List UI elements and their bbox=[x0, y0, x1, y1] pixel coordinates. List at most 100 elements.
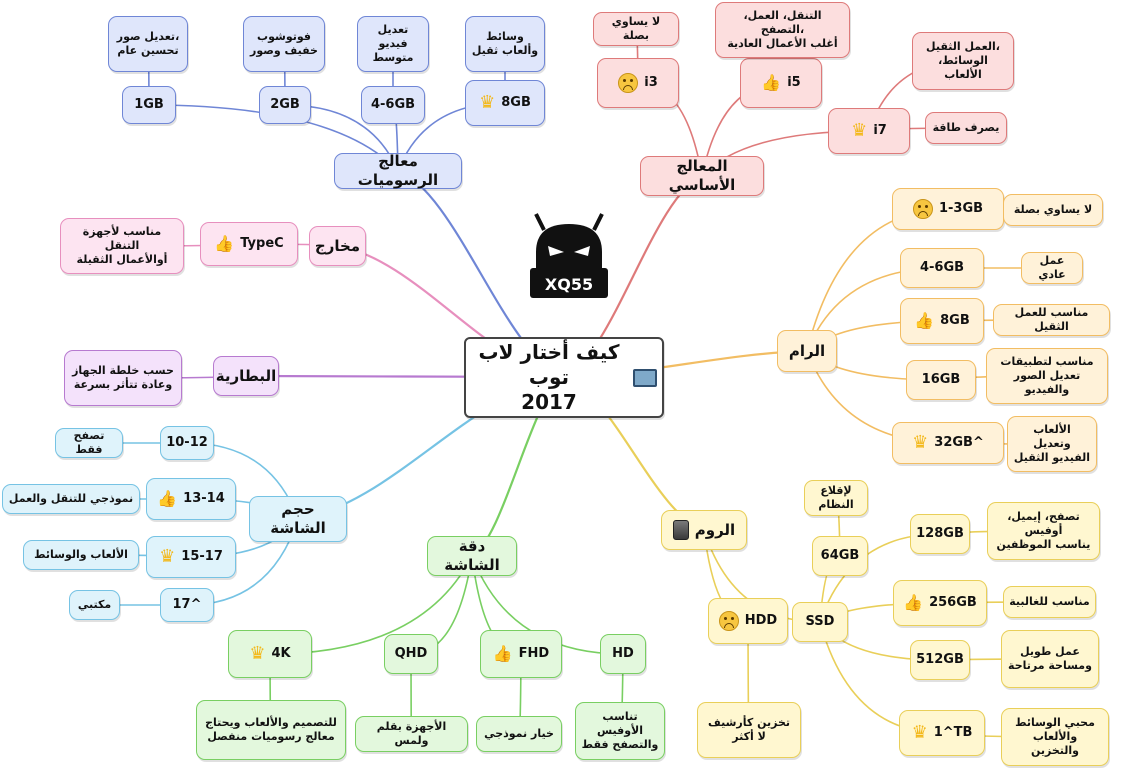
node-gpu-1gb: 1GB bbox=[122, 86, 176, 124]
node-label: 8GB bbox=[501, 94, 531, 110]
crown-icon: ♛ bbox=[911, 722, 928, 743]
node-label: خيار نموذجي bbox=[484, 727, 554, 741]
node-ram-8-d: مناسب للعمل الثقيل bbox=[993, 304, 1110, 336]
sad-face-icon bbox=[718, 611, 739, 631]
node-out-typec-d: مناسب لأجهزة التنقل أوالأعمال الثقيلة bbox=[60, 218, 184, 274]
node-ssd-512: 512GB bbox=[910, 640, 970, 680]
node-ssd-256-d: مناسب للغالبية bbox=[1003, 586, 1096, 618]
node-label: 16GB bbox=[921, 371, 961, 387]
node-label: تصفح فقط bbox=[73, 429, 105, 456]
disk-icon bbox=[672, 520, 689, 540]
node-out-typec: 👍TypeC bbox=[200, 222, 298, 266]
node-cpu-i5-d: التنقل، العمل، التصفح، أغلب الأعمال العا… bbox=[715, 2, 850, 58]
node-label: 17^ bbox=[172, 596, 202, 612]
node-ssd-128: 128GB bbox=[910, 514, 970, 554]
node-label: 13-14 bbox=[183, 490, 225, 506]
sad-face-icon bbox=[618, 73, 639, 93]
node-scr-1314-d: نموذجي للتنقل والعمل bbox=[2, 484, 140, 514]
thumbs-up-icon: 👍 bbox=[492, 644, 513, 663]
crown-icon: ♛ bbox=[479, 92, 496, 113]
node-label: 8GB bbox=[940, 312, 970, 328]
node-res: دقة الشاشة bbox=[427, 536, 517, 576]
node-label: 2GB bbox=[270, 96, 300, 112]
node-label: 128GB bbox=[916, 525, 964, 541]
node-label: SSD bbox=[805, 613, 835, 629]
node-label: HD bbox=[612, 645, 634, 661]
node-label: الألعاب وتعديل الفيديو الثقيل bbox=[1013, 423, 1091, 464]
node-res-qhd-d: الأجهزة بقلم ولمس bbox=[355, 716, 468, 752]
thumbs-up-icon: 👍 bbox=[914, 311, 935, 330]
node-label: تناسب الأوفيس والتصفح فقط bbox=[581, 710, 659, 751]
node-label: 1GB bbox=[134, 96, 164, 112]
node-label: 1^TB bbox=[933, 724, 973, 740]
node-ssd-512-d: عمل طويل ومساحة مرتاحة bbox=[1001, 630, 1099, 688]
node-label: حجم الشاشة bbox=[270, 500, 326, 537]
node-scr-1012-d: تصفح فقط bbox=[55, 428, 123, 458]
node-cpu-i3-d: لا يساوي بصلة bbox=[593, 12, 679, 46]
node-res-hd-d: تناسب الأوفيس والتصفح فقط bbox=[575, 702, 665, 760]
node-scr: حجم الشاشة bbox=[249, 496, 347, 542]
node-scr-17-d: مكتبي bbox=[69, 590, 120, 620]
node-label: 256GB bbox=[929, 594, 977, 610]
node-label: نموذجي للتنقل والعمل bbox=[8, 492, 134, 506]
node-cpu: المعالج الأساسي bbox=[640, 156, 764, 196]
thumbs-up-icon: 👍 bbox=[903, 593, 924, 612]
node-label: الأجهزة بقلم ولمس bbox=[376, 720, 447, 747]
node-label: تعديل صور، تحسين عام bbox=[116, 30, 180, 57]
node-ssd-64: 64GB bbox=[812, 536, 868, 576]
node-ssd: SSD bbox=[792, 602, 848, 642]
node-scr-17: 17^ bbox=[160, 588, 214, 622]
node-label: حسب خلطة الجهاز وعادة تتأثر بسرعة bbox=[72, 364, 174, 391]
node-label: 64GB bbox=[820, 547, 860, 563]
crown-icon: ♛ bbox=[851, 120, 868, 141]
node-label: i3 bbox=[644, 74, 658, 90]
crown-icon: ♛ bbox=[159, 546, 176, 567]
node-gpu-8gb-d: وسائط وألعاب ثقيل bbox=[465, 16, 545, 72]
node-label: مكتبي bbox=[77, 598, 112, 612]
node-res-4k: ♛4K bbox=[228, 630, 312, 678]
node-out: مخارج bbox=[309, 226, 366, 266]
node-ssd-128-d: تصفح، إيميل، أوفيس يناسب الموظفين bbox=[987, 502, 1100, 560]
node-ram-13-d: لا يساوي بصلة bbox=[1003, 194, 1103, 226]
node-label: HDD bbox=[744, 612, 778, 628]
node-label: العمل الثقيل، الوسائط، الألعاب bbox=[926, 40, 1000, 81]
node-label: مناسب لتطبيقات تعديل الصور والفيديو bbox=[1000, 355, 1094, 396]
node-label: فوتوشوب خفيف وصور bbox=[250, 30, 318, 57]
node-ssd-64-d: لإقلاع النظام bbox=[804, 480, 868, 516]
node-scr-1517: ♛15-17 bbox=[146, 536, 236, 578]
node-ram-46-d: عمل عادي bbox=[1021, 252, 1083, 284]
node-rom: الروم bbox=[661, 510, 747, 550]
node-label: 4-6GB bbox=[919, 259, 965, 275]
node-label: الألعاب والوسائط bbox=[34, 548, 128, 562]
sad-face-icon bbox=[912, 199, 933, 219]
node-gpu-1gb-d: تعديل صور، تحسين عام bbox=[108, 16, 188, 72]
node-ram-46: 4-6GB bbox=[900, 248, 984, 288]
node-label: مناسب لأجهزة التنقل أوالأعمال الثقيلة bbox=[76, 225, 168, 266]
node-cpu-i7: ♛i7 bbox=[828, 108, 910, 154]
node-ram-32: ♛32GB^ bbox=[892, 422, 1004, 464]
node-label: البطارية bbox=[215, 366, 277, 385]
node-label: QHD bbox=[394, 645, 428, 661]
node-gpu-46: 4-6GB bbox=[361, 86, 425, 124]
node-label: التنقل، العمل، التصفح، أغلب الأعمال العا… bbox=[727, 9, 838, 50]
node-hdd-d: تخزين كأرشيف لا أكثر bbox=[697, 702, 801, 758]
node-label: عمل طويل ومساحة مرتاحة bbox=[1008, 645, 1092, 672]
node-label: للتصميم والألعاب ويحتاج معالج رسوميات من… bbox=[205, 716, 337, 743]
node-cpu-i3: i3 bbox=[597, 58, 679, 108]
node-cpu-i5: 👍i5 bbox=[740, 58, 822, 108]
node-label: 1-3GB bbox=[938, 200, 984, 216]
crown-icon: ♛ bbox=[249, 643, 266, 664]
node-ram-8: 👍 8GB bbox=[900, 298, 984, 344]
node-label: المعالج الأساسي bbox=[668, 157, 736, 194]
central-topic: كيف أختار لاب توب 2017 bbox=[464, 337, 664, 418]
node-gpu-8gb: ♛ 8GB bbox=[465, 80, 545, 126]
node-gpu-2gb: 2GB bbox=[259, 86, 311, 124]
node-label: دقة الشاشة bbox=[444, 537, 500, 574]
logo-text: XQ55 bbox=[545, 275, 593, 294]
thumbs-up-icon: 👍 bbox=[157, 489, 178, 508]
node-res-hd: HD bbox=[600, 634, 646, 674]
node-gpu-2gb-d: فوتوشوب خفيف وصور bbox=[243, 16, 325, 72]
node-ram-13: 1-3GB bbox=[892, 188, 1004, 230]
connector-res-res_hd bbox=[471, 555, 624, 655]
node-label: TypeC bbox=[240, 235, 284, 251]
